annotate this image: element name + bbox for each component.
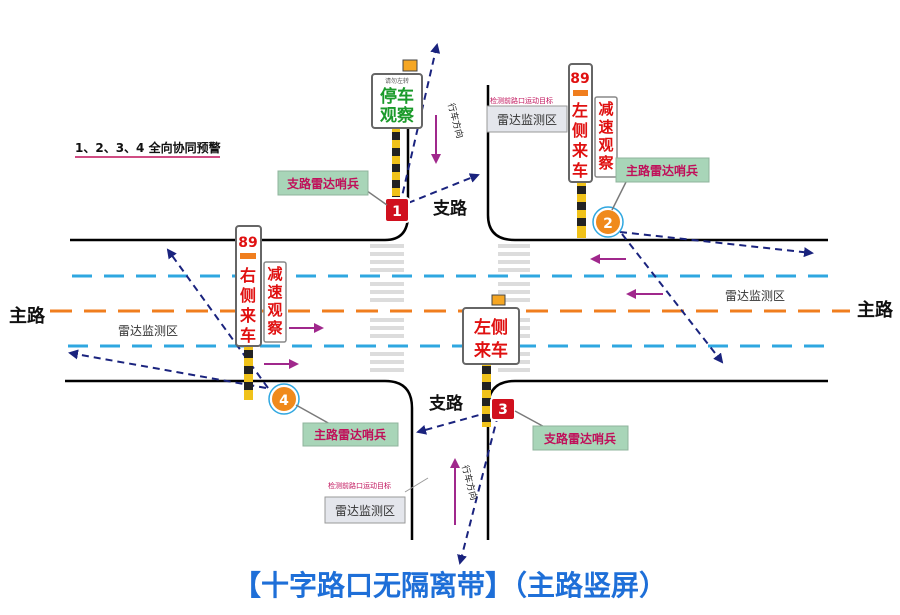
- radar-beams: [68, 43, 814, 565]
- sign-bottom-line1: 左侧: [474, 317, 508, 338]
- callout-1-text: 支路雷达哨兵: [286, 176, 359, 191]
- pole-2: [577, 182, 586, 238]
- beam-3-down: [457, 414, 499, 565]
- sentinel-1-id: 1: [392, 204, 402, 220]
- beam-1-right: [407, 173, 480, 204]
- detect-note-bottom: 检测前路口运动目标: [328, 481, 391, 490]
- sign-tr-c1: 左: [571, 101, 588, 120]
- sign-left-number: 89: [238, 235, 257, 251]
- road-edge-top-right: [486, 85, 828, 242]
- sign-left-c3: 来: [239, 306, 257, 325]
- road-edge-top-left: [70, 80, 410, 242]
- label-branch-road-bottom: 支路: [429, 393, 464, 414]
- callout-4-text: 主路雷达哨兵: [314, 427, 386, 442]
- crosswalk-left: [370, 244, 404, 372]
- pole-3: [482, 362, 491, 427]
- sign-trs-c2: 速: [598, 118, 613, 136]
- label-travel-dir-bottom: 行车方向: [459, 464, 480, 502]
- sign-trs-c4: 察: [597, 154, 614, 172]
- sentinel-3-id: 3: [498, 402, 508, 418]
- sign-tr-c2: 侧: [572, 121, 588, 140]
- sign-top-right: 89 左 侧 来 车 减 速 观 察: [568, 63, 618, 183]
- sentinel-3: 3: [490, 397, 516, 421]
- road-edge-bottom-left: [65, 379, 414, 540]
- callout-3-text: 支路雷达哨兵: [543, 431, 616, 446]
- label-branch-road-top: 支路: [433, 198, 468, 219]
- radar-box-top: 检测前路口运动目标 雷达监测区: [486, 96, 568, 133]
- sign-ls-c4: 察: [266, 319, 283, 337]
- legend: 1、2、3、4 全向协同预警: [75, 140, 221, 158]
- sentinel-1: 1: [384, 197, 410, 223]
- callout-3: 支路雷达哨兵: [514, 410, 629, 451]
- diagram-title: 【十字路口无隔离带】（主路竖屏）: [233, 569, 667, 602]
- pole-1: [392, 127, 400, 205]
- road-edge-bottom-right: [486, 379, 828, 540]
- label-main-road-left: 主路: [9, 305, 46, 327]
- beam-2-down: [621, 233, 724, 364]
- travel-arrows: [264, 115, 663, 525]
- label-main-road-right: 主路: [857, 299, 894, 321]
- beam-4-left: [68, 349, 267, 389]
- radar-box-bottom-text: 雷达监测区: [335, 504, 395, 518]
- sign-tr-c4: 车: [572, 161, 588, 180]
- sentinel-4: 4: [268, 383, 300, 415]
- sign-trs-c3: 观: [598, 136, 613, 154]
- label-radar-zone-left: 雷达监测区: [118, 324, 178, 338]
- sign-tr-c3: 来: [571, 141, 589, 160]
- sign-bottom-line2: 来车: [473, 340, 508, 361]
- beam-1-up: [399, 43, 441, 206]
- sign-stop-line1: 停车: [380, 86, 414, 107]
- sentinel-4-id: 4: [279, 393, 289, 409]
- sign-left: 89 右 侧 来 车 减 速 观 察: [235, 225, 287, 347]
- sign-ls-c1: 减: [267, 265, 282, 283]
- detect-note-top: 检测前路口运动目标: [490, 96, 553, 105]
- sign-ls-c2: 速: [267, 283, 282, 301]
- callout-1: 支路雷达哨兵: [277, 170, 388, 206]
- sign-stop-line2: 观察: [379, 105, 415, 126]
- sign-left-c4: 车: [240, 326, 256, 345]
- label-radar-zone-right: 雷达监测区: [725, 289, 785, 303]
- beam-2-right: [619, 231, 814, 258]
- sentinel-2-id: 2: [603, 216, 613, 232]
- poles: [244, 127, 586, 427]
- sign-tr-number: 89: [570, 71, 589, 87]
- sign-left-c1: 右: [240, 266, 256, 285]
- sign-left-c2: 侧: [240, 286, 256, 305]
- callout-4: 主路雷达哨兵: [295, 404, 399, 447]
- label-travel-dir-top: 行车方向: [445, 102, 466, 140]
- radar-box-top-text: 雷达监测区: [497, 113, 557, 127]
- callout-2-text: 主路雷达哨兵: [626, 163, 698, 178]
- beam-3-left: [416, 411, 491, 435]
- callout-2: 主路雷达哨兵: [611, 157, 710, 211]
- sentinel-2: 2: [592, 206, 624, 238]
- sign-ls-c3: 观: [267, 301, 282, 319]
- sign-bottom: 左侧 来车: [462, 294, 520, 365]
- sign-stop-observe: 请勿左转 停车 观察: [371, 59, 423, 129]
- radar-box-bottom: 检测前路口运动目标 雷达监测区: [324, 477, 429, 524]
- pole-4: [244, 345, 253, 400]
- legend-text: 1、2、3、4 全向协同预警: [75, 140, 221, 155]
- sign-trs-c1: 减: [598, 100, 613, 118]
- sign-stop-header: 请勿左转: [385, 77, 409, 85]
